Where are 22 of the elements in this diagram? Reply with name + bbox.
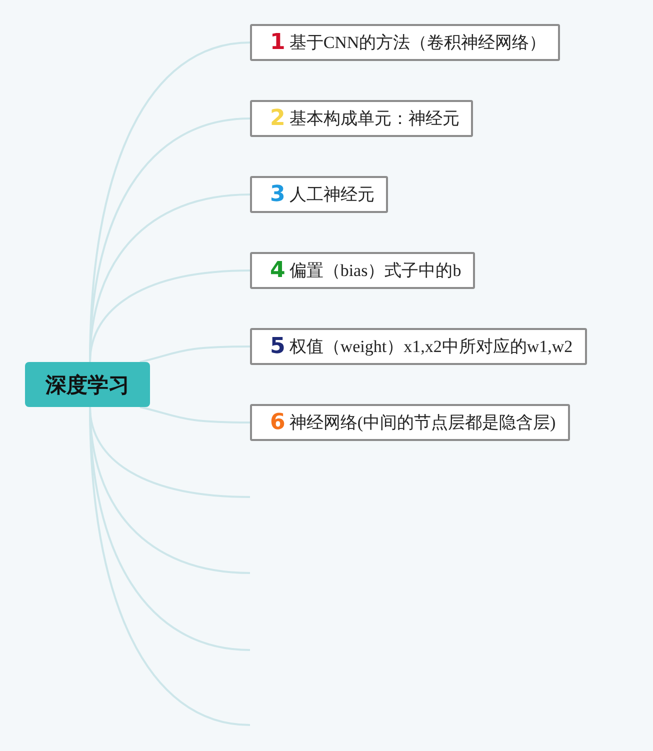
- topic-box: [250, 328, 587, 365]
- topic-box: [250, 24, 560, 61]
- topic-text: 基本构成单元：神经元: [289, 108, 460, 130]
- topic-box: [250, 100, 474, 137]
- priority-number: 1: [270, 30, 286, 55]
- priority-number: 3: [270, 182, 286, 207]
- topic-text: 权值（weight）x1,x2中所对应的w1,w2: [289, 336, 573, 358]
- topic-text: 神经网络(中间的节点层都是隐含层): [289, 412, 556, 434]
- priority-number: 5: [270, 334, 286, 359]
- connector-line: [140, 346, 250, 363]
- topic-text: 基于CNN的方法（卷积神经网络）: [289, 32, 546, 54]
- priority-number: 6: [270, 410, 286, 435]
- topic-text: 偏置（bias）式子中的b: [289, 260, 462, 282]
- priority-number: 2: [270, 106, 286, 131]
- priority-number: 4: [270, 258, 286, 283]
- connector-line: [140, 406, 250, 424]
- topic-box: [250, 252, 476, 289]
- topic-title: 深度学习: [46, 372, 130, 398]
- topic-box: [250, 176, 388, 213]
- central-topic-box: [25, 362, 150, 407]
- topic-box: [250, 404, 570, 441]
- topic-text: 人工神经元: [289, 184, 374, 206]
